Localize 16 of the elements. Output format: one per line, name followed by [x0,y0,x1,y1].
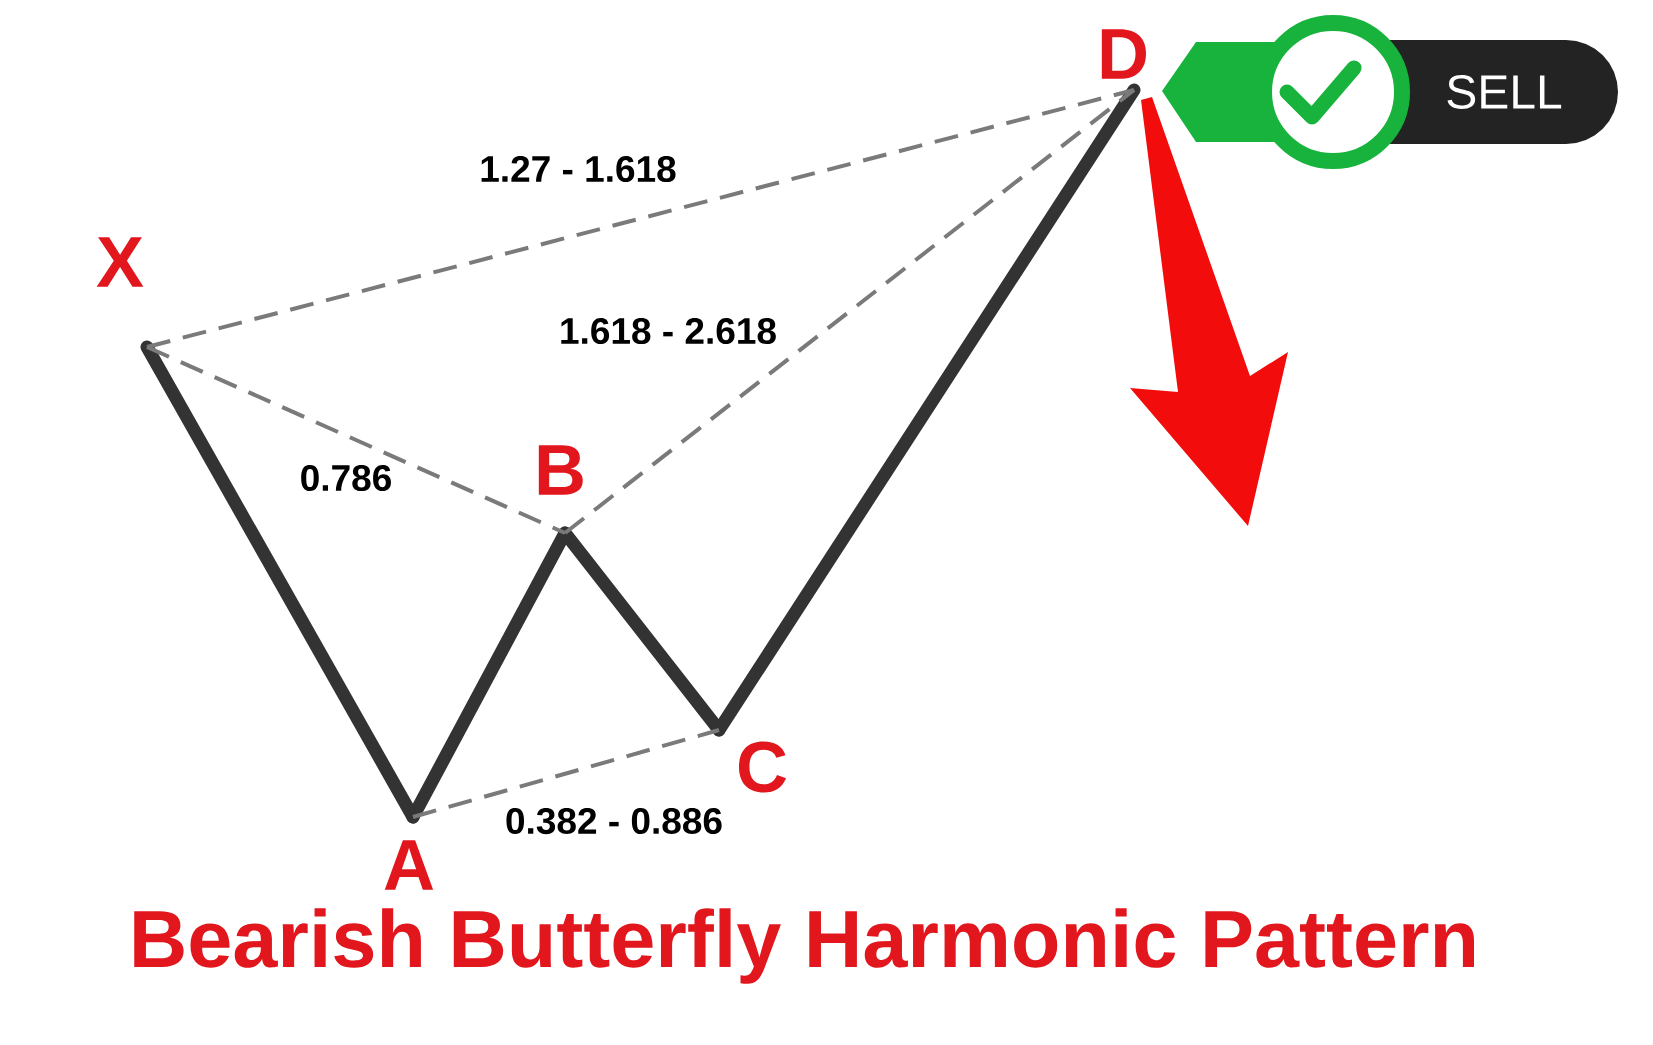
price-line [712,83,1141,737]
sell-badge: SELL [1162,15,1618,169]
edge-label: 1.27 - 1.618 [477,153,679,185]
title: Bearish Butterfly Harmonic Pattern [134,908,1474,984]
vertex-label: A [384,840,434,890]
edge-label: 0.382 - 0.886 [503,805,726,837]
vertex-label: X [96,237,144,287]
dashed-line [412,728,720,819]
vertex-label: D [1101,29,1146,79]
edge-label: 1.618 - 2.618 [557,315,780,347]
dashed-line [563,88,1136,535]
vertex-label: B [538,445,583,495]
dashed-line [146,345,566,535]
edge-label: 0.786 [297,462,395,494]
vertex-label: C [738,741,787,793]
dashed-line [146,88,1135,349]
